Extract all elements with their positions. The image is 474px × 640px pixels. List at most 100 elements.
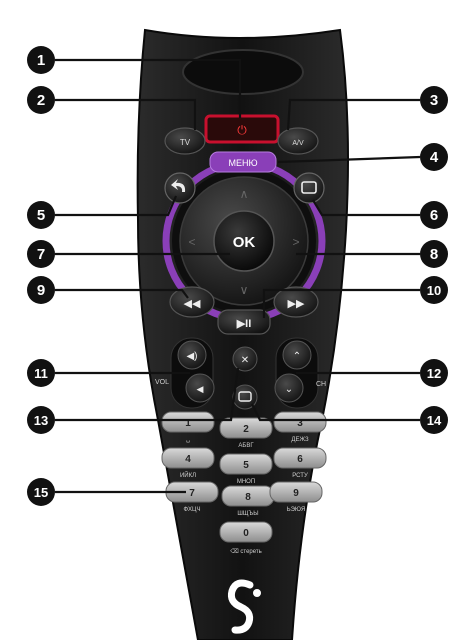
callout-7: 7: [27, 240, 55, 268]
dpad-left-arrow-icon[interactable]: <: [188, 235, 195, 249]
play-pause-button[interactable]: ▶II: [217, 309, 271, 335]
leader-line-2: [55, 98, 197, 130]
channel-up-icon: ⌃: [293, 351, 301, 362]
leader-line-14: [251, 403, 420, 422]
svg-text:TV: TV: [180, 138, 191, 147]
key-letters: ШЩЪЫ: [237, 511, 258, 517]
key-letters: ИЙКЛ: [180, 471, 196, 479]
menu-button[interactable]: МЕНЮ: [209, 151, 277, 173]
volume-up-button[interactable]: [177, 340, 207, 370]
callout-5: 5: [27, 201, 55, 229]
key-0[interactable]: 0: [219, 521, 273, 543]
dpad-up-arrow-icon[interactable]: ∧: [240, 187, 249, 201]
channel-down-button[interactable]: [274, 373, 304, 403]
leader-line-5: [55, 195, 178, 217]
callout-15: 15: [27, 478, 55, 506]
volume-rocker[interactable]: ◀) ◀: [170, 337, 215, 409]
svg-text:A/V: A/V: [292, 140, 304, 147]
tv-button[interactable]: TV: [164, 127, 206, 155]
subtitles-button[interactable]: [232, 384, 258, 410]
svg-text:15: 15: [34, 485, 48, 500]
vol-label: VOL: [155, 379, 169, 386]
leader-line-4: [277, 155, 421, 164]
volume-down-button[interactable]: [185, 373, 215, 403]
switch-icon: [301, 181, 317, 194]
ch-label: CH: [316, 381, 326, 388]
svg-text:12: 12: [427, 366, 441, 381]
svg-text:6: 6: [430, 207, 438, 224]
leader-line-9: [55, 288, 189, 299]
callout-13: 13: [27, 406, 55, 434]
ir-window: [182, 49, 304, 95]
key-digit: 2: [243, 424, 249, 435]
rewind-icon: ◀◀: [184, 298, 201, 310]
callout-1: 1: [27, 46, 55, 74]
callout-3: 3: [420, 86, 448, 114]
callout-10: 10: [420, 276, 448, 304]
channel-down-icon: ⌄: [285, 384, 293, 395]
callout-12: 12: [420, 359, 448, 387]
callout-leaders: [55, 58, 421, 494]
svg-text:8: 8: [430, 246, 438, 263]
svg-text:9: 9: [37, 282, 45, 299]
fast-forward-icon: ▶▶: [288, 298, 305, 310]
callout-4: 4: [420, 143, 448, 171]
callout-14: 14: [420, 406, 448, 434]
key-digit: 4: [185, 454, 191, 465]
fast-forward-button[interactable]: ▶▶: [273, 286, 319, 318]
key-1[interactable]: 1␣: [161, 411, 215, 443]
erase-label: ⌫ стереть: [230, 548, 262, 555]
leader-line-10: [262, 288, 420, 318]
callout-6: 6: [420, 201, 448, 229]
switch-button[interactable]: [293, 172, 325, 204]
power-icon: ⏻: [237, 123, 247, 137]
ok-button[interactable]: OK: [213, 210, 275, 272]
key-digit: 5: [243, 460, 249, 471]
callout-9: 9: [27, 276, 55, 304]
key-digit: 7: [189, 488, 195, 499]
svg-text:МЕНЮ: МЕНЮ: [228, 158, 257, 168]
key-letters: ЬЭЮЯ: [287, 507, 306, 513]
numeric-keypad: 1␣2АБВГ3ДЕЖЗ4ИЙКЛ5МНОП6РСТУ7ФХЦЧ8ШЩЪЫ9ЬЭ…: [161, 411, 327, 555]
power-button[interactable]: ⏻: [204, 114, 280, 144]
key-letters: ␣: [186, 437, 190, 443]
subtitles-icon: [238, 391, 252, 402]
channel-up-button[interactable]: [282, 340, 312, 370]
leader-line-3: [286, 98, 420, 131]
svg-text:3: 3: [430, 92, 438, 109]
volume-down-icon: ◀: [197, 384, 204, 394]
mute-icon: ✕: [241, 355, 249, 366]
mute-button[interactable]: ✕: [232, 346, 258, 372]
svg-text:14: 14: [427, 413, 442, 428]
key-digit: 3: [297, 418, 303, 429]
back-button[interactable]: [164, 172, 196, 204]
key-digit: 6: [297, 454, 303, 465]
key-digit: 1: [185, 418, 191, 429]
svg-text:▶II: ▶II: [236, 318, 252, 330]
key-digit: 0: [243, 528, 249, 539]
svg-text:4: 4: [430, 149, 439, 166]
key-letters: МНОП: [237, 479, 255, 485]
leader-line-1: [55, 58, 242, 118]
rewind-button[interactable]: ◀◀: [169, 286, 215, 318]
key-letters: ФХЦЧ: [183, 507, 200, 513]
dpad-right-arrow-icon[interactable]: >: [292, 235, 299, 249]
mts-egg-logo: [227, 579, 261, 634]
leader-line-13: [55, 367, 240, 422]
svg-text:2: 2: [37, 92, 45, 109]
svg-text:7: 7: [37, 246, 45, 263]
av-button[interactable]: A/V: [277, 127, 319, 155]
svg-text:11: 11: [34, 366, 48, 381]
svg-text:5: 5: [37, 207, 45, 224]
dpad-down-arrow-icon[interactable]: ∨: [240, 283, 249, 297]
